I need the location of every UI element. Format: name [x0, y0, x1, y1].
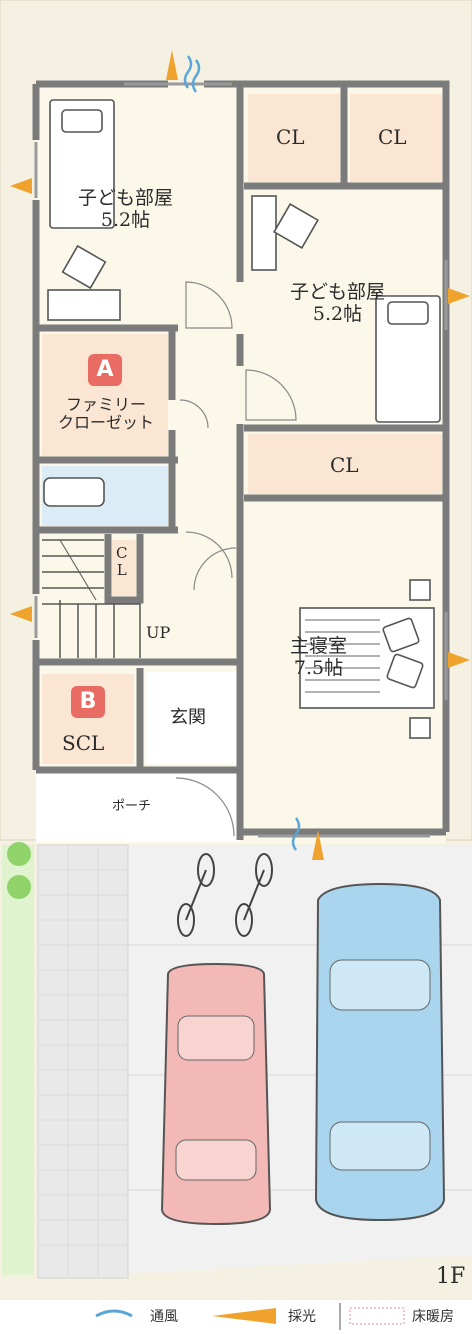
kids-room-2-name: 子ども部屋	[290, 281, 386, 303]
furniture	[43, 99, 441, 739]
master-bedroom-size: 7.5帖	[293, 656, 344, 679]
porch-label: ポーチ	[112, 799, 152, 814]
cl-top-right: CL	[378, 125, 407, 149]
car-pink	[160, 962, 272, 1226]
bed-stripes	[305, 619, 380, 693]
kids-room-1-name: 子ども部屋	[78, 187, 174, 209]
windows	[34, 82, 448, 838]
legend-floor-heating: 床暖房	[412, 1309, 454, 1325]
family-closet-label: ファミリー クローゼット	[44, 395, 168, 433]
family-closet-line1: ファミリー	[65, 395, 146, 414]
closet-top-right-floor	[350, 94, 442, 182]
cl-small: C L	[116, 544, 128, 580]
daylight-arrows	[10, 50, 470, 860]
shrub-2	[7, 875, 31, 899]
master-bedroom-name: 主寝室	[290, 635, 348, 657]
family-closet-line2: クローゼット	[57, 413, 154, 433]
entrance-floor	[146, 672, 238, 764]
legend-heating-icon	[349, 1307, 405, 1325]
shrub-1	[7, 842, 31, 866]
closet-top-left-floor	[248, 94, 340, 182]
kids-room-1-size: 5.2帖	[100, 208, 151, 231]
porch-floor	[36, 772, 240, 842]
wind-marks	[183, 55, 301, 851]
bicycles	[177, 853, 273, 937]
small-closet-floor	[112, 540, 136, 596]
cl-small-c: C	[116, 544, 128, 562]
scl-label: SCL	[62, 731, 105, 755]
floor-label: 1F	[436, 1264, 466, 1289]
cl-small-l: L	[116, 561, 127, 580]
bed-kids-2	[375, 295, 441, 423]
car-blue	[314, 882, 446, 1222]
doors	[175, 281, 297, 837]
stairs-up-label: UP	[146, 623, 171, 642]
legend-wind-icon	[95, 1309, 133, 1318]
badge-a: A	[88, 354, 122, 386]
cl-middle: CL	[330, 453, 359, 477]
desk-kids-2	[251, 195, 277, 271]
toilet	[43, 477, 105, 507]
staircase	[42, 539, 141, 658]
kids-room-1-label: 子ども部屋 5.2帖	[78, 187, 174, 232]
desk-kids-1	[47, 289, 121, 321]
walls	[32, 80, 450, 840]
kids-room-2-size: 5.2帖	[312, 302, 363, 325]
legend-light-icon	[212, 1308, 276, 1324]
badge-b: B	[71, 686, 105, 718]
paving-pattern	[37, 844, 472, 1279]
legend-daylight: 採光	[288, 1309, 316, 1325]
entrance-label: 玄関	[170, 707, 206, 728]
closet-middle-floor	[248, 434, 442, 494]
legend-ventilation: 通風	[150, 1309, 178, 1325]
kids-room-2-label: 子ども部屋 5.2帖	[290, 281, 386, 326]
master-bedroom-label: 主寝室 7.5帖	[290, 635, 348, 680]
hedge-strip	[2, 845, 34, 1275]
cl-top-left: CL	[276, 125, 305, 149]
